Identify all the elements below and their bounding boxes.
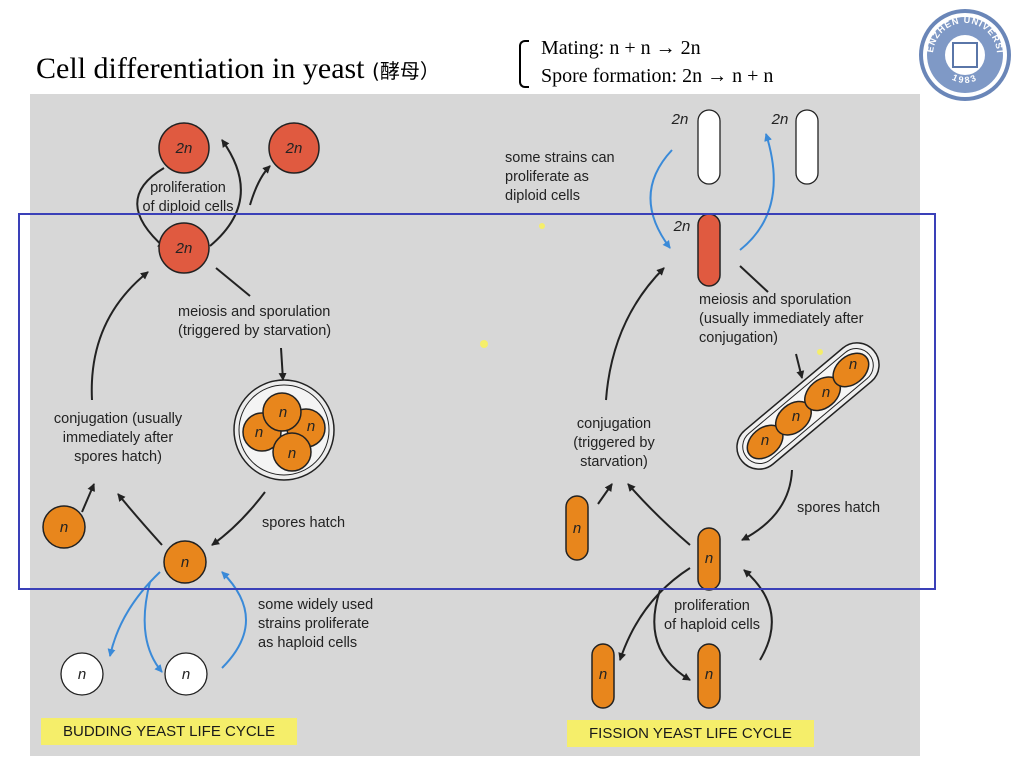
haploid-proliferation-arrow-left (618, 567, 691, 661)
cell-label: n (705, 550, 713, 567)
cell-label: n (182, 666, 190, 683)
diploid-cell (158, 222, 210, 274)
conjugation-arrow-lower (117, 493, 163, 546)
meiosis-arrow-stem (739, 265, 769, 293)
diploid-cell (158, 122, 210, 174)
label-proliferation-diploid: of diploid cells (142, 199, 233, 215)
label-widely-used: as haploid cells (258, 635, 357, 651)
diploid-proliferation-arrow-right (739, 133, 775, 251)
speck (539, 223, 545, 229)
diploid-rod-outline (795, 109, 819, 185)
spore-label: n (849, 356, 857, 373)
cell-label: n (599, 666, 607, 683)
cell-label: 2n (175, 240, 193, 257)
university-seal-icon: SHENZHEN UNIVERSITY 1983 (915, 5, 1011, 101)
conjugation-arrow (605, 267, 665, 401)
caption-budding: BUDDING YEAST LIFE CYCLE (41, 718, 298, 745)
label-meiosis-fission: (usually immediately after (699, 311, 864, 327)
diploid-cycle-arrow-left (136, 167, 166, 249)
conjugation-arrow (90, 271, 149, 401)
label-meiosis-fission: conjugation) (699, 330, 778, 346)
equation-spore-formation: Spore formation: 2n → n + n (541, 65, 774, 87)
spore-label: n (792, 408, 800, 425)
diploid-cycle-arrow-right (209, 139, 242, 247)
spore-label: n (761, 432, 769, 449)
haploid-proliferation-arrow-down (653, 589, 691, 681)
haploid-proliferation-arrow-up (221, 571, 247, 669)
fission-ascus (736, 342, 880, 470)
meiosis-arrow (795, 353, 805, 379)
meiosis-arrow (278, 347, 287, 381)
label-conjugation-budding: immediately after (63, 430, 174, 446)
spore-label: n (288, 445, 296, 462)
svg-text:1983: 1983 (951, 72, 980, 85)
label-meiosis: (triggered by starvation) (178, 323, 331, 339)
haploid-proliferation-arrow-up (743, 569, 773, 661)
haploid-cell-outline (164, 652, 208, 696)
label-spores-hatch-fission: spores hatch (797, 500, 880, 516)
label-meiosis-fission: meiosis and sporulation (699, 292, 851, 308)
haploid-cell (163, 540, 207, 584)
haploid-cell-outline (60, 652, 104, 696)
haploid-proliferation-arrow-down (143, 581, 163, 673)
label-spores-hatch-budding: spores hatch (262, 515, 345, 531)
spore (272, 432, 312, 472)
diploid-cell (268, 122, 320, 174)
cell-label: 2n (771, 111, 789, 128)
meiosis-arrow-stem (215, 267, 251, 297)
spore-label: n (279, 404, 287, 421)
equation-brace (519, 40, 529, 88)
haploid-to-conjugation-arrow (81, 483, 95, 513)
speck (817, 349, 823, 355)
haploid-rod (697, 527, 721, 591)
highlight-frame (18, 213, 936, 590)
label-proliferation-diploid: proliferation (150, 180, 226, 196)
label-some-strains: proliferate as (505, 169, 589, 185)
speck (480, 340, 488, 348)
spores-hatch-arrow (211, 491, 266, 546)
label-conjugation-fission: (triggered by (573, 435, 655, 451)
spore (262, 392, 302, 432)
cell-label: n (181, 554, 189, 571)
cell-label: n (705, 666, 713, 683)
label-conjugation-fission: starvation) (580, 454, 648, 470)
spore-label: n (822, 384, 830, 401)
haploid-cell (42, 505, 86, 549)
label-proliferation-haploid: proliferation (674, 598, 750, 614)
spores-hatch-arrow (741, 469, 793, 541)
slide-title-chinese: (酵母） (372, 59, 440, 83)
cell-label: 2n (673, 218, 691, 235)
cell-label: n (78, 666, 86, 683)
label-conjugation-budding: conjugation (usually (54, 411, 183, 427)
cell-label: 2n (671, 111, 689, 128)
caption-fission: FISSION YEAST LIFE CYCLE (567, 720, 814, 747)
cell-label: 2n (175, 140, 193, 157)
slide-title: Cell differentiation in yeast (酵母） (36, 52, 440, 85)
conjugation-arrow-lower (627, 483, 691, 546)
spore-label: n (307, 418, 315, 435)
label-some-strains: diploid cells (505, 188, 580, 204)
spore-label: n (255, 424, 263, 441)
haploid-rod (591, 643, 615, 709)
label-meiosis: meiosis and sporulation (178, 304, 330, 320)
rod-to-conjugation-arrow (597, 483, 613, 505)
cell-label: n (60, 519, 68, 536)
diploid-proliferation-arrow-left (649, 149, 673, 249)
haploid-proliferation-arrow-left (107, 571, 161, 657)
logo-text-bottom: 1983 (951, 72, 978, 85)
haploid-rod (565, 495, 589, 561)
diploid-bud-arrow (249, 165, 271, 206)
label-conjugation-budding: spores hatch) (74, 449, 162, 465)
cell-label: n (573, 520, 581, 537)
cell-label: 2n (285, 140, 303, 157)
equation-mating: Mating: n + n → 2n (541, 37, 701, 59)
label-proliferation-haploid: of haploid cells (664, 617, 760, 633)
label-conjugation-fission: conjugation (577, 416, 651, 432)
diploid-rod-outline (697, 109, 721, 185)
label-widely-used: strains proliferate (258, 616, 369, 632)
haploid-rod (697, 643, 721, 709)
label-widely-used: some widely used (258, 597, 373, 613)
label-some-strains: some strains can (505, 150, 615, 166)
